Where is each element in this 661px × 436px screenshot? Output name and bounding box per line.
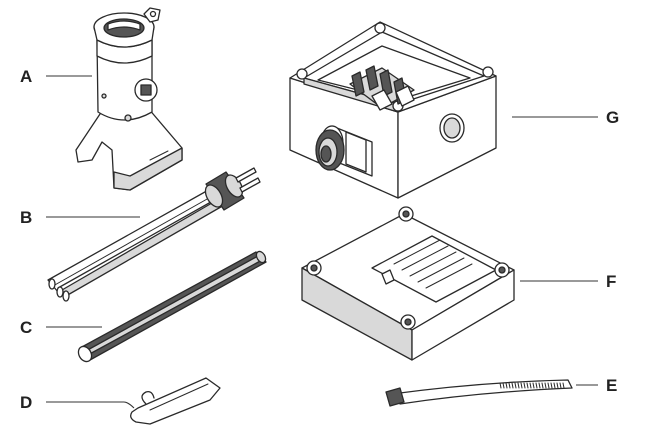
part-c-rod (77, 250, 267, 363)
label-e: E (606, 376, 617, 395)
cable-gland (315, 125, 373, 177)
part-d-sachet (130, 377, 221, 425)
part-e-cable-tie (385, 379, 573, 407)
part-a-cable-boot (75, 7, 183, 191)
label-b: B (20, 208, 32, 227)
terminal-block (349, 65, 415, 111)
label-g: G (606, 108, 619, 127)
part-b-cable-grommet (47, 167, 261, 302)
part-g-junction-box (289, 21, 497, 199)
leader-lines (46, 75, 598, 409)
part-f-box-lid (301, 206, 515, 361)
leader-d (46, 401, 135, 409)
label-f: F (606, 272, 616, 291)
label-a: A (20, 67, 32, 86)
label-d: D (20, 393, 32, 412)
label-c: C (20, 318, 32, 337)
